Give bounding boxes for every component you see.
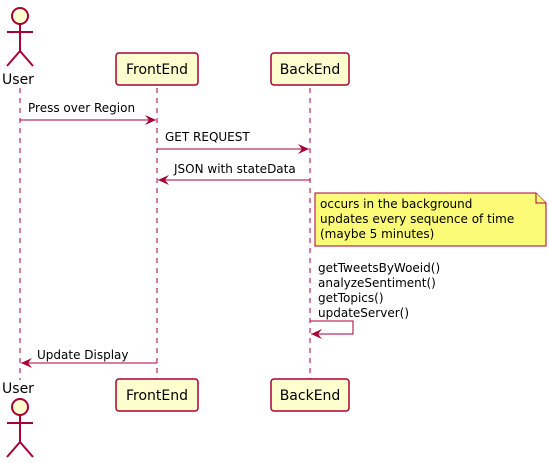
participant-frontend-bottom: FrontEnd bbox=[115, 378, 199, 412]
participant-frontend-bottom-label: FrontEnd bbox=[126, 388, 188, 404]
self-call-line: getTopics() bbox=[318, 291, 384, 305]
message-json-with-statedata: JSON with stateData bbox=[158, 162, 310, 185]
actor-user-bottom-icon bbox=[6, 398, 34, 458]
participant-backend-bottom-label: BackEnd bbox=[280, 388, 341, 404]
participant-frontend-top-label: FrontEnd bbox=[126, 62, 188, 78]
message-get-request: GET REQUEST bbox=[157, 130, 309, 154]
message-self-call: getTweetsByWoeid() analyzeSentiment() ge… bbox=[310, 261, 440, 339]
actor-user-bottom: User bbox=[2, 381, 34, 458]
actor-user-bottom-label: User bbox=[2, 381, 34, 397]
message-press-over-region-label: Press over Region bbox=[28, 101, 135, 115]
self-call-line: analyzeSentiment() bbox=[318, 276, 436, 290]
arrowhead bbox=[145, 115, 156, 125]
arrowhead bbox=[311, 329, 322, 339]
note-line: updates every sequence of time bbox=[320, 212, 514, 226]
self-call-line: getTweetsByWoeid() bbox=[318, 261, 440, 275]
message-get-request-label: GET REQUEST bbox=[165, 130, 250, 144]
actor-user-top-icon bbox=[6, 7, 34, 67]
arrowhead bbox=[158, 175, 169, 185]
actor-user-top-label: User bbox=[2, 72, 34, 88]
message-update-display-label: Update Display bbox=[37, 348, 129, 362]
participant-backend-bottom: BackEnd bbox=[270, 378, 350, 412]
note-line: (maybe 5 minutes) bbox=[320, 227, 434, 241]
message-press-over-region: Press over Region bbox=[20, 101, 156, 125]
participant-frontend-top: FrontEnd bbox=[115, 52, 199, 86]
note-background-process: occurs in the background updates every s… bbox=[314, 192, 547, 247]
arrowhead bbox=[21, 358, 32, 368]
participant-backend-top: BackEnd bbox=[270, 52, 350, 86]
message-update-display: Update Display bbox=[21, 348, 157, 368]
participant-backend-top-label: BackEnd bbox=[280, 62, 341, 78]
message-json-with-statedata-label: JSON with stateData bbox=[173, 162, 296, 176]
note-line: occurs in the background bbox=[320, 197, 472, 211]
self-call-line: updateServer() bbox=[318, 306, 409, 320]
arrowhead bbox=[298, 144, 309, 154]
actor-user-top: User bbox=[2, 7, 34, 88]
